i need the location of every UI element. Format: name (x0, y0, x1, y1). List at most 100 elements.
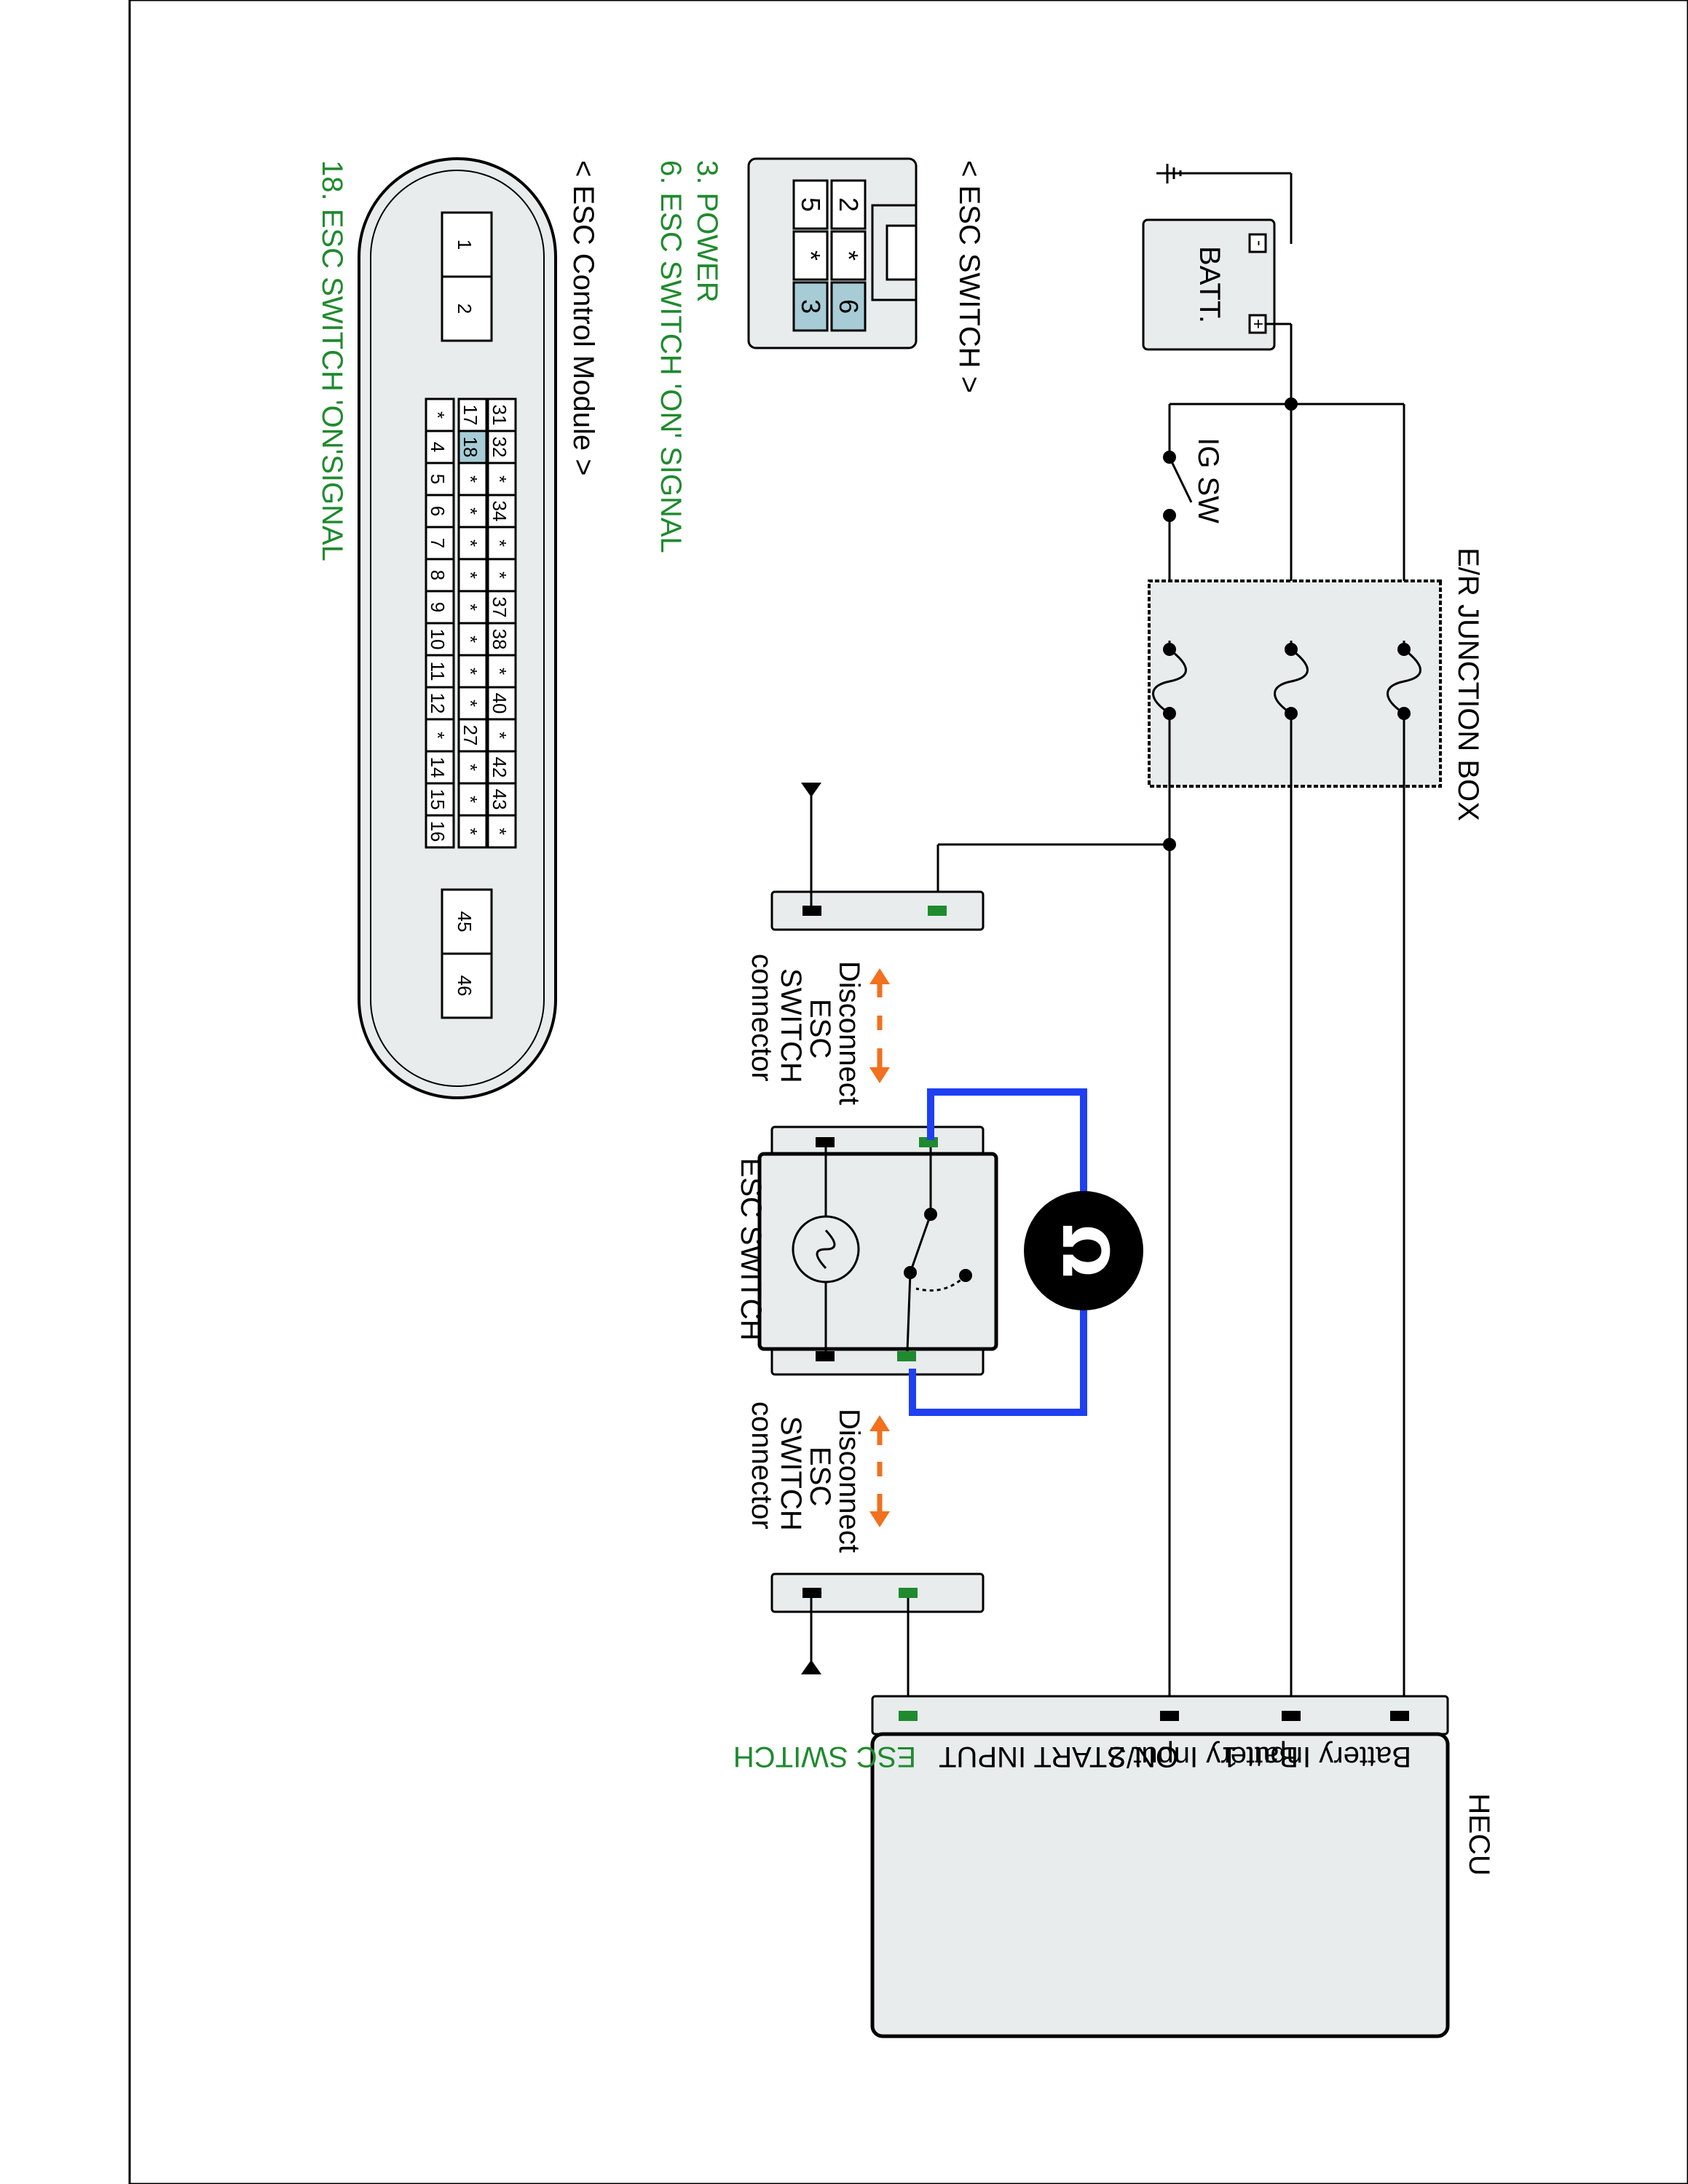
ecm-pin: 2 (441, 275, 493, 342)
svg-text:34: 34 (489, 501, 510, 522)
ig-switch: IG SW (1163, 438, 1224, 641)
ecm-pin: * (457, 622, 488, 657)
esc-note-signal: 6. ESC SWITCH 'ON' SIGNAL (655, 160, 687, 553)
svg-text:4: 4 (427, 442, 449, 452)
ecm-pin: 1 (441, 211, 493, 278)
svg-text:Disconnect: Disconnect (833, 1409, 865, 1553)
ecm-pin: * (486, 654, 517, 689)
page-border (128, 0, 1688, 2184)
ecm-pin: 8 (425, 558, 455, 593)
ecm-note: 18. ESC SWITCH 'ON'SIGNAL (316, 160, 348, 561)
battery: BATT. - + (1142, 218, 1404, 405)
svg-text:15: 15 (427, 789, 449, 810)
svg-text:5: 5 (796, 197, 826, 212)
svg-text:*: * (460, 604, 481, 611)
svg-text:*: * (489, 668, 510, 675)
ecm-title: < ESC Control Module > (567, 160, 599, 476)
ecm-pin: * (486, 462, 517, 496)
hecu-title: HECU (1463, 1793, 1495, 1875)
svg-text:5: 5 (427, 474, 449, 484)
esc-switch-pin: * (792, 230, 829, 281)
esc-switch-pin: * (830, 230, 867, 281)
svg-text:*: * (427, 732, 449, 739)
svg-text:SWITCH: SWITCH (775, 1416, 807, 1531)
esc-switch-pin: 2 (830, 179, 867, 230)
svg-text:40: 40 (489, 693, 510, 714)
ecm-pin: 18 (457, 430, 488, 464)
svg-text:1: 1 (454, 240, 476, 250)
svg-text:*: * (460, 539, 481, 547)
svg-text:*: * (460, 796, 481, 803)
ecm-pin: 10 (425, 622, 455, 657)
ecm-pin: * (457, 782, 488, 817)
svg-text:*: * (489, 732, 510, 739)
svg-text:8: 8 (427, 570, 449, 580)
esc-note-power: 3. POWER (691, 160, 723, 303)
ecm-pin: 4 (425, 430, 455, 464)
svg-text:connector: connector (746, 954, 778, 1082)
svg-text:2: 2 (834, 197, 864, 212)
ecm-pin: * (457, 750, 488, 785)
ecm-pin: * (425, 397, 455, 432)
esc-switch-pin: 5 (792, 179, 829, 230)
disconnect-text-lower: Disconnect ESC SWITCH connector (746, 1401, 865, 1553)
ground-symbol (1156, 164, 1293, 244)
battery-minus: - (1250, 240, 1269, 246)
ecm-pin: * (486, 558, 517, 593)
diagram-rotated: BATT. - + IG SW E/R JUNCTION BOX (316, 157, 1495, 2038)
ecm-pin: 5 (425, 462, 455, 496)
hecu-input-battery-2: Battery Input 2 (1109, 1741, 1298, 1773)
svg-text:*: * (489, 828, 510, 835)
hecu-input-esc-switch: ESC SWITCH (733, 1741, 916, 1773)
svg-text:connector: connector (746, 1401, 778, 1530)
svg-text:*: * (489, 571, 510, 579)
svg-text:37: 37 (489, 597, 510, 618)
esc-switch-connector-title: < ESC SWITCH > (953, 160, 985, 393)
svg-text:38: 38 (489, 629, 510, 650)
svg-text:ESC: ESC (804, 999, 836, 1059)
esc-switch-block: ESC SWITCH (735, 1125, 998, 1376)
ecm-pin: * (486, 814, 517, 849)
disconnect-arrow-lower (869, 1415, 890, 1527)
svg-text:45: 45 (454, 911, 476, 933)
ecm-pin: * (457, 462, 488, 496)
svg-text:18: 18 (460, 437, 481, 458)
junction-box-frame (1148, 579, 1442, 788)
ecm-pin: 31 (486, 397, 517, 432)
ecm-pin: 43 (486, 782, 517, 817)
svg-text:17: 17 (460, 405, 481, 426)
hecu-feeds (936, 713, 1405, 1711)
ecm-pin: * (457, 590, 488, 625)
svg-text:3: 3 (796, 299, 826, 314)
svg-text:12: 12 (427, 693, 449, 714)
ecm-pin: 14 (425, 750, 455, 785)
battery-label: BATT. (1194, 246, 1226, 323)
ecm-pin: 9 (425, 590, 455, 625)
svg-text:16: 16 (427, 821, 449, 842)
esc-control-module-face: < ESC Control Module > 1245463132*34**37… (316, 157, 599, 1099)
ecm-pin: 11 (425, 654, 455, 689)
svg-text:*: * (460, 475, 481, 483)
svg-text:*: * (796, 250, 826, 261)
ohmmeter: Ω (909, 1088, 1143, 1416)
esc-switch-pin: 6 (830, 281, 867, 332)
svg-text:43: 43 (489, 789, 510, 810)
hecu: HECU Battery Input 1 Battery Input 2 ON/… (733, 1695, 1495, 2038)
ecm-pin: * (457, 814, 488, 849)
svg-text:6: 6 (427, 506, 449, 516)
ecm-pin: 15 (425, 782, 455, 817)
ecm-pin: 37 (486, 590, 517, 625)
ecm-pin: 12 (425, 686, 455, 721)
svg-text:*: * (460, 507, 481, 515)
ecm-pin: 42 (486, 750, 517, 785)
svg-text:*: * (460, 764, 481, 771)
ecm-pin: * (457, 654, 488, 689)
svg-text:*: * (460, 828, 481, 835)
ecm-pin: * (486, 526, 517, 561)
svg-text:31: 31 (489, 405, 510, 426)
svg-text:6: 6 (834, 299, 864, 314)
ecm-pin: 40 (486, 686, 517, 721)
junction-box: E/R JUNCTION BOX (1148, 547, 1484, 821)
svg-text:14: 14 (427, 757, 449, 778)
